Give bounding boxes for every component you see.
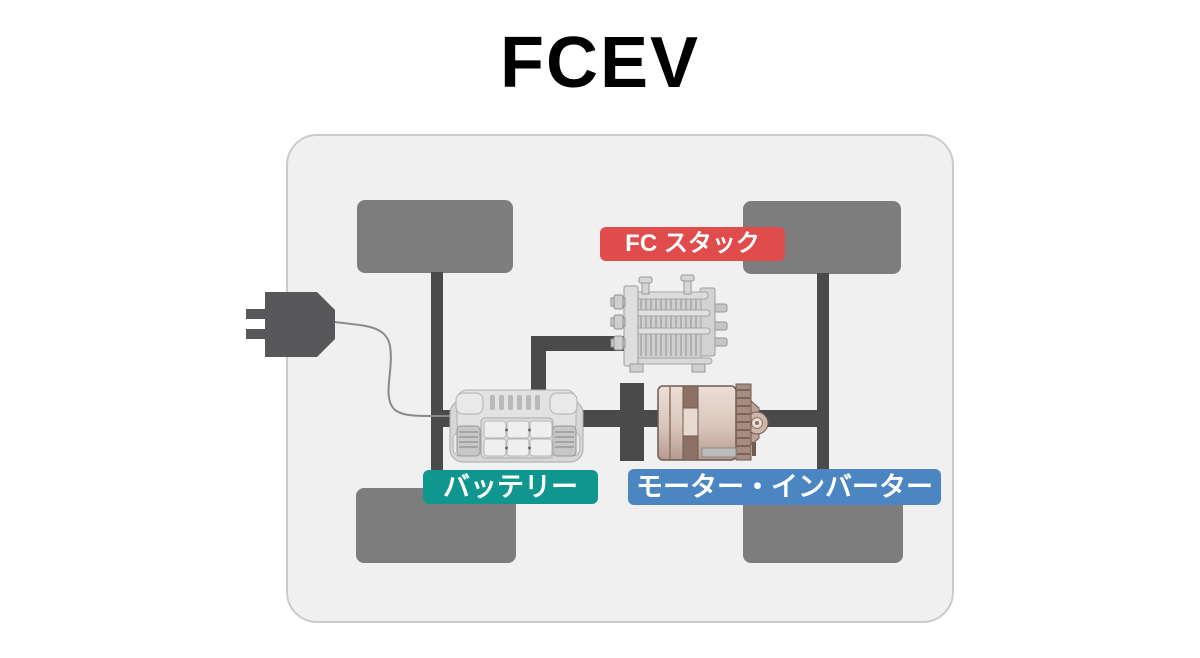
fc-branch-horizontal <box>531 336 625 351</box>
page-title: FCEV <box>499 23 701 103</box>
axle-line-right <box>817 273 829 505</box>
fc-stack-label: FC スタック <box>600 227 785 261</box>
wheel-bottom-left <box>356 488 516 563</box>
battery-image <box>449 389 584 463</box>
axle-line-left <box>431 272 443 492</box>
power-junction <box>620 383 644 461</box>
motor-inverter-label: モーター・インバーター <box>628 469 941 505</box>
plug-prong-bottom <box>246 329 267 339</box>
plug-body <box>265 292 335 357</box>
wheel-top-left <box>357 200 513 273</box>
fc-stack-image <box>610 274 728 373</box>
charge-cable <box>334 321 451 418</box>
plug-prong-top <box>246 309 267 319</box>
wheel-bottom-right <box>743 488 903 563</box>
battery-label: バッテリー <box>423 470 598 504</box>
motor-inverter-image <box>657 383 769 461</box>
charging-plug-icon <box>246 292 335 357</box>
